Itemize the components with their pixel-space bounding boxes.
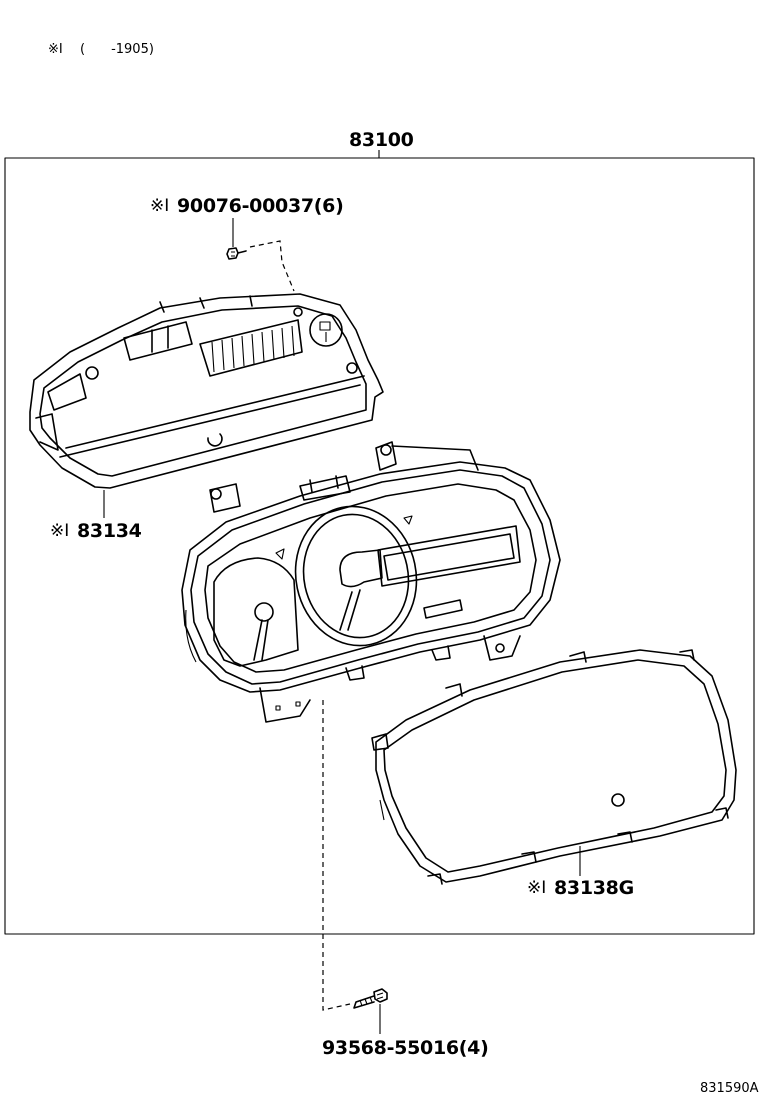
meter-body-drawing[interactable] xyxy=(181,441,561,723)
rear-case-part-number[interactable]: 83134 xyxy=(77,520,142,542)
screw-top-icon[interactable] xyxy=(226,247,247,260)
screw-bottom-icon[interactable] xyxy=(353,988,388,1009)
screw-top-part-number[interactable]: 90076-00037(6) xyxy=(177,195,344,217)
assembly-part-number[interactable]: 83100 xyxy=(349,129,414,151)
glass-part-number[interactable]: 83138G xyxy=(554,877,634,899)
rear-case-mark: ※I xyxy=(50,521,69,541)
screw-top-dash-guide xyxy=(249,240,295,292)
glass-drawing[interactable] xyxy=(371,649,737,885)
rear-case-drawing[interactable] xyxy=(29,293,384,489)
screw-top-mark: ※I xyxy=(150,196,169,216)
glass-mark: ※I xyxy=(527,878,546,898)
header-note-range: ( -1905) xyxy=(80,42,154,57)
diagram-code: 831590A xyxy=(700,1081,759,1096)
assembly-frame xyxy=(4,157,755,935)
screw-bottom-part-number[interactable]: 93568-55016(4) xyxy=(322,1037,489,1059)
header-note-mark: ※I xyxy=(48,42,63,57)
screw-bottom-dash-guide xyxy=(322,700,351,1011)
